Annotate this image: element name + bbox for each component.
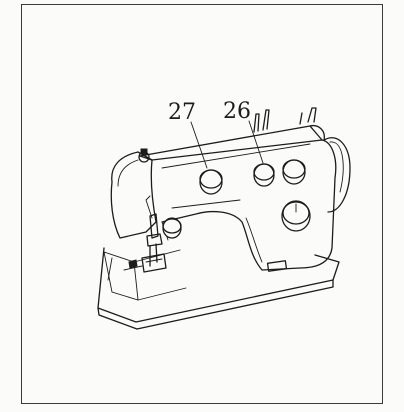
thread-guide <box>161 143 311 169</box>
machine-arm <box>139 124 337 271</box>
right-knob <box>282 159 306 185</box>
callout-27-leader <box>190 121 208 169</box>
stitch-length-knob <box>162 217 182 239</box>
left-knob <box>199 169 223 195</box>
machine-head <box>110 148 157 239</box>
handwheel <box>323 137 351 213</box>
needle-area <box>123 195 167 273</box>
pattern-dial <box>281 200 311 232</box>
callout-27-label: 27 <box>168 100 196 125</box>
callout-26-label: 26 <box>223 99 251 124</box>
callout-26-leader <box>248 120 264 164</box>
middle-knob <box>253 163 275 187</box>
figure-frame <box>21 4 383 404</box>
spool-pins <box>253 107 317 133</box>
